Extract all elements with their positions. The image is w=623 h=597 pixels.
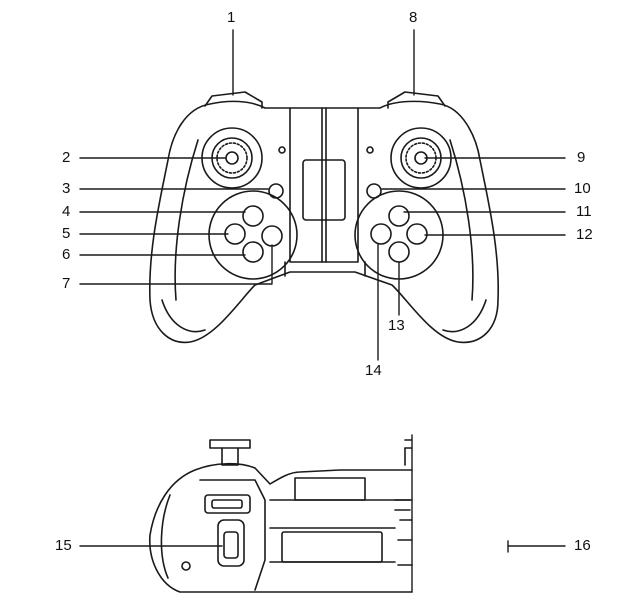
left-grip-line (174, 139, 199, 301)
label-9: 9 (577, 149, 586, 166)
controller-bottom-view (149, 434, 413, 593)
label-5: 5 (62, 225, 71, 242)
label-16: 16 (574, 537, 591, 554)
label-6: 6 (62, 246, 71, 263)
center-panel (289, 107, 359, 263)
power-switch (217, 519, 245, 567)
label-1: 1 (227, 9, 236, 26)
label-12: 12 (576, 226, 593, 243)
center-display (302, 159, 346, 221)
bottom-body-outline (149, 462, 413, 593)
left-button-cluster (208, 190, 298, 280)
leader-lines-top (79, 29, 566, 361)
controller-body-outline (148, 100, 500, 344)
right-grip-line (449, 139, 474, 301)
label-3: 3 (62, 180, 71, 197)
left-shoulder-button (204, 91, 263, 109)
leader-lines-bottom (79, 540, 566, 553)
label-8: 8 (409, 9, 418, 26)
label-10: 10 (574, 180, 591, 197)
right-shoulder-button (387, 91, 446, 109)
label-4: 4 (62, 203, 71, 220)
label-11: 11 (576, 203, 592, 220)
label-7: 7 (62, 275, 71, 292)
label-2: 2 (62, 149, 71, 166)
label-15: 15 (55, 537, 72, 554)
label-13: 13 (388, 317, 405, 334)
label-14: 14 (365, 362, 382, 379)
left-small-button (268, 183, 284, 199)
controller-top-view (148, 91, 500, 344)
